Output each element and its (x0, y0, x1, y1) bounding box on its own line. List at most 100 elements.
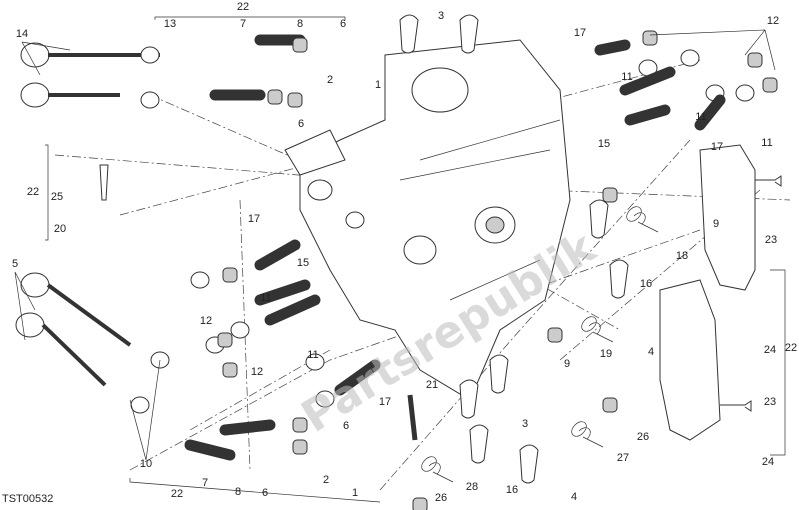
seal-ring (680, 49, 700, 67)
valve-guide (264, 294, 321, 326)
callout-number: 16 (506, 484, 518, 496)
callout-number: 11 (260, 292, 271, 304)
shim-cap (747, 52, 763, 68)
callout-number: 15 (598, 138, 610, 150)
rocker-arm (459, 379, 479, 419)
shim-cap (292, 439, 308, 455)
shim-cap (762, 77, 778, 93)
shim-cap (222, 267, 238, 283)
components (15, 14, 782, 510)
callout-number: 8 (297, 18, 303, 30)
rocker-arm (609, 259, 629, 299)
rocker-arm (399, 14, 419, 54)
shaft-support-upper (699, 144, 756, 291)
callout-number: 3 (522, 418, 528, 430)
callout-number: 12 (251, 366, 263, 378)
shim-cap (602, 397, 618, 413)
return-spring (626, 206, 659, 233)
valve-stem (46, 283, 132, 347)
valve-guide (254, 239, 301, 271)
shim-cap (287, 92, 303, 108)
callout-number: 24 (762, 456, 774, 468)
cylinder-head (284, 39, 571, 401)
callout-number: 27 (617, 452, 629, 464)
callout-number: 7 (240, 18, 246, 30)
shim-cap (602, 187, 618, 203)
valve-guide (594, 39, 631, 56)
callout-number: 23 (764, 396, 776, 408)
valve-guide (624, 104, 671, 126)
valve-guide (219, 419, 276, 436)
shim-cap (267, 89, 283, 105)
callout-number: 5 (12, 258, 18, 270)
valve-head (15, 312, 45, 338)
shim-cap (412, 497, 428, 510)
callout-number: 26 (435, 492, 447, 504)
callout-number: 8 (235, 486, 241, 498)
valve-head (20, 42, 50, 68)
shim-cap (292, 37, 308, 53)
seal-ring (305, 353, 325, 371)
callout-number: 11 (307, 349, 318, 361)
callout-number: 1 (375, 79, 381, 91)
callout-number: 4 (648, 346, 654, 358)
stud-bolt (99, 164, 109, 201)
leader-lines (14, 16, 786, 503)
seal-ring (140, 46, 160, 64)
bolt (720, 400, 752, 412)
callout-number: 11 (621, 71, 632, 83)
shim-cap (292, 417, 308, 433)
callout-number: 22 (27, 186, 39, 198)
callout-number: 22 (237, 1, 249, 13)
valve-head (20, 272, 50, 298)
callout-number: 6 (343, 420, 349, 432)
valve-head (20, 82, 50, 108)
diagram-code: TST00532 (2, 493, 54, 505)
callout-number: 6 (298, 118, 304, 130)
callout-number: 7 (202, 477, 208, 489)
callout-number: 10 (140, 458, 152, 470)
callout-number: 18 (676, 250, 688, 262)
callout-number: 15 (297, 257, 309, 269)
callout-number: 25 (51, 191, 63, 203)
callout-number: 17 (379, 396, 391, 408)
callout-number: 4 (571, 491, 577, 503)
shim-cap (222, 362, 238, 378)
callout-number: 17 (711, 141, 723, 153)
callout-number: 22 (171, 488, 183, 500)
return-spring (421, 456, 454, 483)
callout-number: 26 (637, 431, 649, 443)
callout-number: 12 (200, 315, 212, 327)
callout-number: 28 (466, 481, 478, 493)
seal-ring (130, 396, 150, 414)
callout-number: 3 (438, 10, 444, 22)
valve-stem (41, 323, 107, 387)
callout-number: 12 (767, 15, 779, 27)
callout-number: 23 (765, 234, 777, 246)
seal-ring (315, 390, 335, 408)
seal-ring (190, 271, 210, 289)
callout-number: 6 (340, 18, 346, 30)
rocker-arm (459, 14, 479, 54)
callout-number: 11 (761, 137, 772, 149)
callout-number: 2 (327, 74, 333, 86)
valve-guide (334, 359, 381, 396)
callout-number: 20 (54, 223, 66, 235)
bolt (755, 175, 782, 187)
callout-number: 13 (164, 18, 176, 30)
shim-cap (547, 327, 563, 343)
callout-number: 6 (262, 487, 268, 499)
callout-number: 17 (574, 27, 586, 39)
callout-number: 11 (695, 111, 706, 123)
callout-number: 9 (713, 218, 719, 230)
callout-number: 14 (16, 28, 28, 40)
return-spring (571, 421, 604, 448)
callout-number: 16 (640, 278, 652, 290)
callout-number: 24 (764, 344, 776, 356)
callout-number: 9 (564, 358, 570, 370)
rocker-arm (469, 424, 489, 464)
callout-number: 19 (600, 348, 612, 360)
valve-guide (619, 66, 676, 96)
